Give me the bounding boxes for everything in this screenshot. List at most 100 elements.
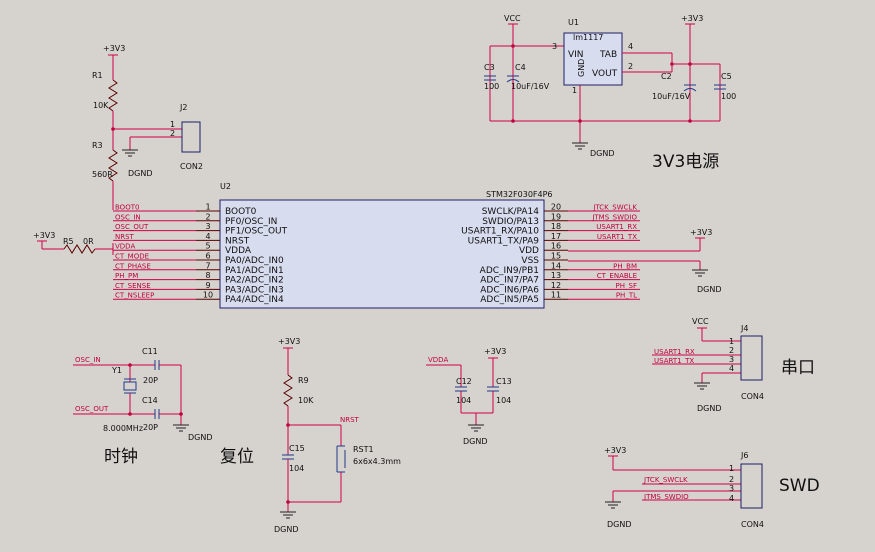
net-label-vcc-uart: VCC [692,317,709,326]
c2-value: 10uF/16V [652,92,691,101]
u2-left-net-label: NRST [115,233,135,241]
power-section: VCC C3 100 C4 10uF/16V U1 lm1117 VIN TAB… [484,14,736,172]
gnd-label-swd: DGND [607,520,632,529]
u2-right-net-label: PH_TL [616,292,637,300]
u1-pin2-num: 2 [628,62,633,71]
r3-ref: R3 [92,141,103,150]
u2-right-pin-num: 18 [551,222,561,231]
u2-left-net-label: VDDA [115,243,135,251]
u2-right-pin-num: 16 [551,242,561,251]
reset-section: +3V3 R9 10K NRST C15 104 RST1 6x6x4.3mm … [220,337,401,534]
uart-rx-label: USART1_RX [654,348,695,356]
u2-left-net-label: BOOT0 [115,204,139,212]
c12-value: 104 [456,396,471,405]
u1-pin3-num: 3 [552,42,557,51]
u1-part: lm1117 [573,33,603,42]
u2-right-pin-name: ADC_IN9/PB1 [480,266,539,276]
j2-pin1: 1 [170,120,175,129]
clock-section: OSC_IN C11 20P OSC_OUT C14 20P Y1 8.000M… [73,347,213,467]
u2-right-pin-name: VSS [521,256,539,266]
u2-right-pin-name: ADC_IN6/PA6 [480,285,539,295]
u2-left-net-label: CT_MODE [115,253,149,261]
u2-right-pin-num: 14 [551,261,561,270]
j4-pin4: 4 [729,364,734,373]
c3-value: 100 [484,82,499,91]
gnd-label-uart: DGND [697,404,722,413]
boot-section: +3V3 R1 10K J2 CON2 1 2 R3 560R DGND [92,44,203,210]
connector-j2 [181,121,201,153]
u2-left-net-label: OSC_IN [115,213,141,221]
u1-pin1-num: 1 [572,86,577,95]
uart-section: VCC USART1_RX USART1_TX DGND J4 CON4 1 2… [652,317,815,413]
c13-value: 104 [496,396,511,405]
c3-ref: C3 [484,63,495,72]
u2-right-net-label: USART1_RX [596,223,637,231]
gnd-label-clock: DGND [188,433,213,442]
net-label-3v3-boot: +3V3 [103,44,125,53]
u2-left-pin-name: BOOT0 [225,207,257,217]
power-section-title: 3V3电源 [652,152,719,172]
j6-pin4: 4 [729,494,734,503]
net-label-3v3-reset: +3V3 [278,337,300,346]
u2-left-pin-num: 10 [203,291,213,300]
u2-right-pin-num: 17 [551,232,561,241]
net-label-3v3-decoup: +3V3 [484,347,506,356]
crystal-y1 [123,381,137,391]
u1-ref: U1 [568,18,579,27]
r3-value: 560R [92,170,113,179]
j4-part: CON4 [741,392,764,401]
j6-part: CON4 [741,520,764,529]
u2-left-net-label: CT_SENSE [115,282,151,290]
rst1-ref: RST1 [353,445,374,454]
u1-pin-vout: VOUT [592,69,618,79]
reset-section-title: 复位 [220,447,254,467]
j2-pin2: 2 [170,129,175,138]
u2-right-pin-num: 13 [551,271,561,280]
u2-left-pin-name: PA0/ADC_IN0 [225,256,284,266]
j4-pin1: 1 [729,337,734,346]
u2-left-net-label: CT_PHASE [115,262,151,270]
resistor-r3 [108,149,118,182]
u2-right-pin-num: 15 [551,252,561,261]
u2-right-pin-name: USART1_TX/PA9 [468,236,540,246]
net-label-3v3-top: +3V3 [681,14,703,23]
u2-left-net-label: CT_NSLEEP [115,292,154,300]
c2-ref: C2 [661,72,672,81]
u1-pin-vin: VIN [568,50,584,60]
u1-pin4-num: 4 [628,42,633,51]
swd-jtms-label: JTMS_SWDIO [643,493,689,501]
net-label-osc-in: OSC_IN [75,356,101,364]
net-label-3v3-vdd: +3V3 [690,228,712,237]
decoupling-section: VDDA C12 104 +3V3 C13 104 DGND [426,347,512,446]
u2-left-pin-name: NRST [225,236,250,246]
u2-right-pin-name: VDD [519,246,539,256]
gnd-label-mcu: DGND [697,285,722,294]
u2-part: STM32F030F4P6 [486,190,553,199]
u2-right-pin-num: 12 [551,281,561,290]
c15-value: 104 [289,464,304,473]
u2-right-pin-name: SWDIO/PA13 [482,217,539,227]
c11-ref: C11 [142,347,158,356]
net-label-3v3-swd: +3V3 [604,446,626,455]
u2-left-pin-num: 7 [205,261,210,270]
u2-right-pin-name: USART1_RX/PA10 [461,227,539,237]
c12-ref: C12 [456,377,472,386]
c14-ref: C14 [142,396,158,405]
uart-section-title: 串口 [781,358,815,378]
c5-value: 100 [721,92,736,101]
u2-left-pin-num: 5 [205,242,210,251]
u2-left-net-label: PH_PM [115,272,138,280]
resistor-r5 [63,244,96,254]
u2-left-net-label: OSC_OUT [115,223,149,231]
u1-pin-gnd: GND [577,59,586,77]
clock-section-title: 时钟 [104,447,138,467]
u2-left-pin-name: PA1/ADC_IN1 [225,266,284,276]
u2-left-pin-num: 3 [205,222,210,231]
swd-jtck-label: JTCK_SWCLK [643,476,688,484]
y1-ref: Y1 [111,366,122,375]
u2-left-pin-name: PA3/ADC_IN3 [225,285,284,295]
u2-right-pin-num: 19 [551,212,561,221]
gnd-label-power: DGND [590,149,615,158]
u2-left-pin-name: PF0/OSC_IN [225,217,277,227]
